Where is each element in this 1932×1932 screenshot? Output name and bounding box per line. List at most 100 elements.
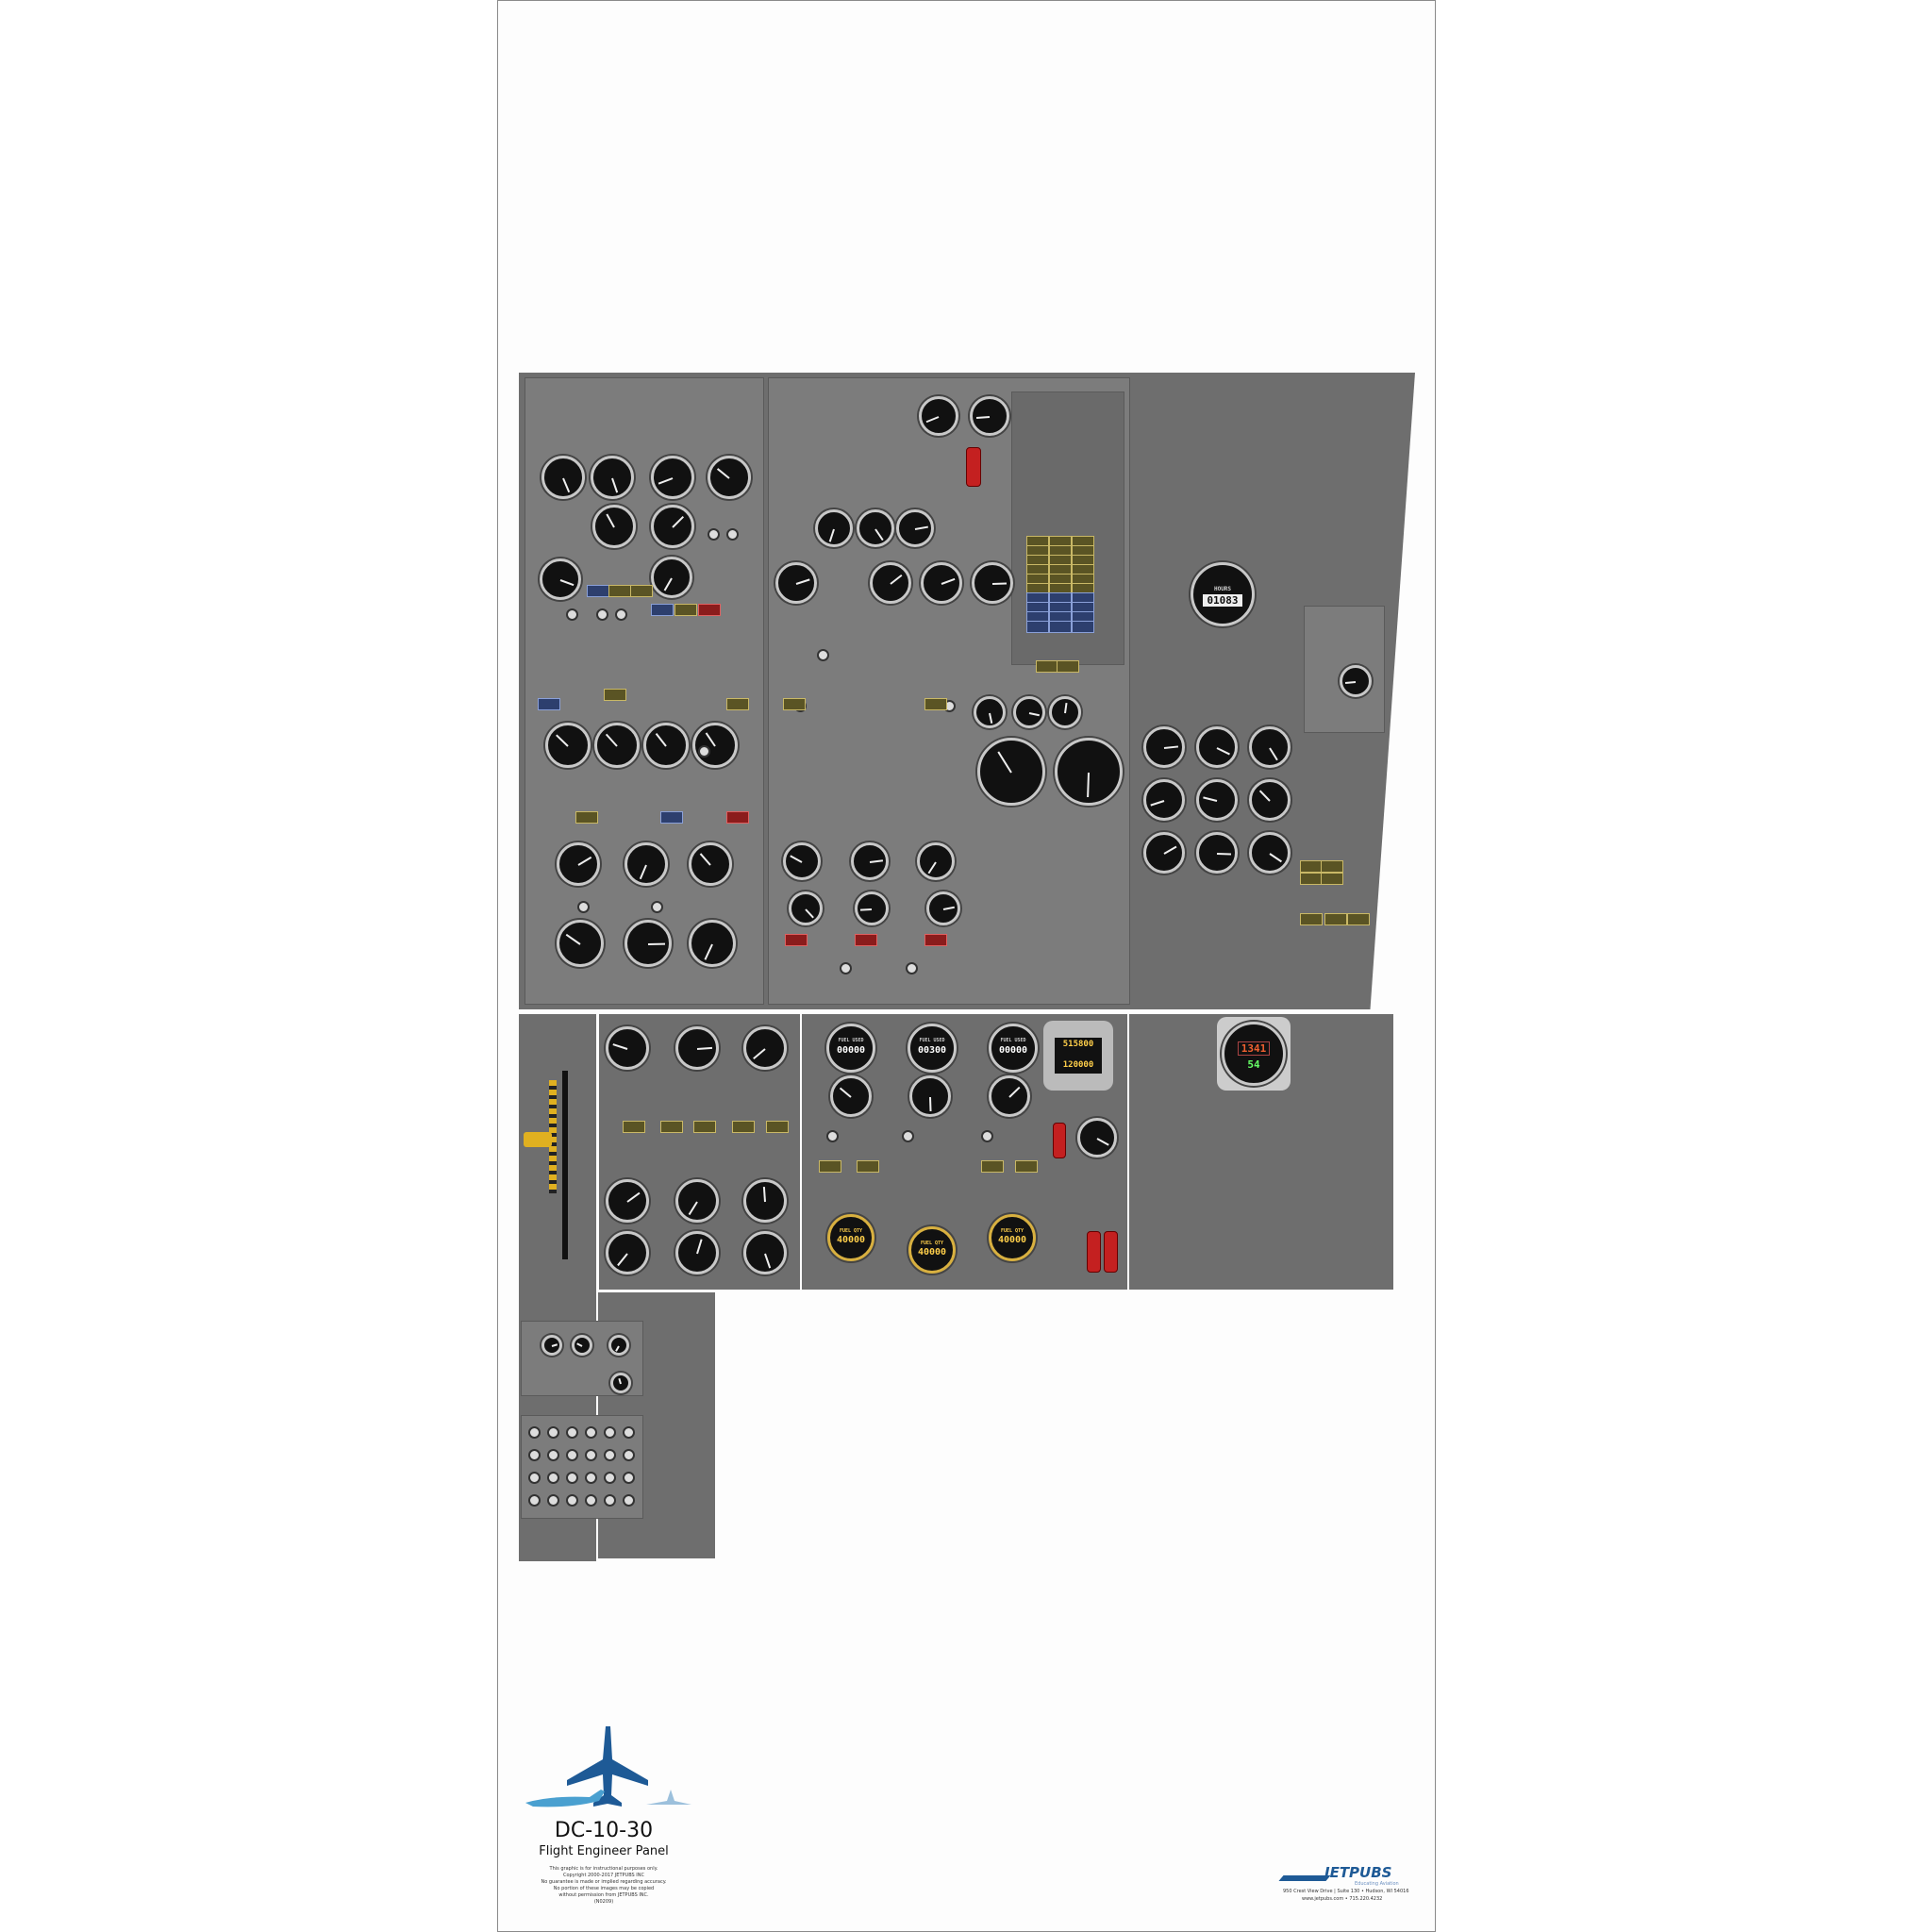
toggle-switch[interactable] [906,962,918,974]
annunciator-light [575,811,598,824]
gauge-needle [704,943,713,960]
toggle-switch[interactable] [566,1426,578,1439]
hours-label: HOURS [1213,586,1232,592]
annunciator-light [630,585,653,597]
toggle-switch[interactable] [615,608,627,621]
gauge [970,396,1009,436]
gauge [675,1179,719,1223]
gauge [783,842,821,880]
annunciator-light [1321,860,1343,873]
toggle-switch[interactable] [596,608,608,621]
toggle-switch[interactable] [623,1426,635,1439]
gauge-needle [828,528,835,542]
gauge [651,505,694,548]
toggle-switch[interactable] [826,1130,839,1142]
gauge [606,1026,649,1070]
airplane-logo [525,1726,691,1807]
annunciator-light [1300,860,1323,873]
gauge [592,505,636,548]
toggle-switch[interactable] [817,649,829,661]
hours-meter: HOURS 01083 [1191,562,1255,626]
gauge [1049,696,1081,728]
gauge [651,456,694,499]
weight-display: 515800 120000 [1055,1038,1102,1074]
gauge [689,842,732,886]
toggle-switch[interactable] [981,1130,993,1142]
toggle-switch[interactable] [547,1472,559,1484]
toggle-switch[interactable] [623,1494,635,1507]
gauge-needle [1150,800,1165,807]
fine-line: No portion of these images may be copied [553,1886,655,1891]
toggle-switch[interactable] [566,1494,578,1507]
toggle-switch[interactable] [585,1472,597,1484]
gauge [557,842,600,886]
toggle-switch[interactable] [528,1494,541,1507]
gauge-needle [716,468,730,479]
toggle-switch[interactable] [623,1449,635,1461]
gauge-needle [927,861,937,874]
annunciator-light [1072,621,1094,633]
toggle-switch[interactable] [604,1426,616,1439]
annunciator-light [660,811,683,824]
gauge-needle [606,513,615,528]
poster-subtitle: Flight Engineer Panel [539,1844,669,1858]
annunciator-light [924,698,947,710]
gauge [743,1231,787,1274]
fuel-dump-handle[interactable] [1053,1123,1066,1158]
gauge-needle [647,942,665,945]
toggle-switch[interactable] [604,1472,616,1484]
gauge-needle [1203,796,1218,802]
gauge [1196,726,1238,768]
gauge [926,891,960,925]
toggle-switch[interactable] [902,1130,914,1142]
toggle-switch[interactable] [651,901,663,913]
annunciator-light [608,585,631,597]
gauge [1196,832,1238,874]
gauge [610,1373,631,1393]
gauge-needle [1269,747,1278,761]
toggle-switch[interactable] [726,528,739,541]
shutoff-handle-1[interactable] [1087,1231,1101,1273]
gauge-needle [997,751,1012,774]
toggle-switch[interactable] [528,1449,541,1461]
toggle-switch[interactable] [566,1472,578,1484]
gauge [545,723,591,768]
fine-line: without permission from JETPUBS INC. [558,1892,649,1898]
fuel-used-value: 00300 [917,1045,947,1056]
publisher-address: 950 Crest View Drive | Suite 130 • Hudso… [1283,1889,1409,1894]
gauge-needle [764,1253,772,1269]
gauge [855,891,889,925]
toggle-switch[interactable] [604,1494,616,1507]
toggle-switch[interactable] [547,1449,559,1461]
throttle-handle[interactable] [524,1132,552,1147]
toggle-switch[interactable] [547,1426,559,1439]
fuel-qty-label: FUEL QTY [839,1228,863,1234]
toggle-switch[interactable] [566,1449,578,1461]
toggle-switch[interactable] [708,528,720,541]
gauge [1196,779,1238,821]
shutoff-handle-2[interactable] [1104,1231,1118,1273]
clock: 1341 54 [1222,1022,1286,1086]
gauge-needle [991,582,1008,585]
gauge-needle [790,855,803,863]
toggle-switch[interactable] [585,1426,597,1439]
gauge [1077,1118,1117,1158]
toggle-switch[interactable] [698,745,710,758]
toggle-switch[interactable] [604,1449,616,1461]
annunciator-light [981,1160,1004,1173]
toggle-switch[interactable] [623,1472,635,1484]
toggle-switch[interactable] [840,962,852,974]
gauge-needle [699,853,711,866]
toggle-switch[interactable] [577,901,590,913]
gauge [870,562,911,604]
fire-handle[interactable] [966,447,981,487]
toggle-switch[interactable] [528,1426,541,1439]
toggle-switch[interactable] [585,1449,597,1461]
gauge [608,1335,629,1356]
toggle-switch[interactable] [547,1494,559,1507]
toggle-switch[interactable] [566,608,578,621]
fuel-qty-label: FUEL QTY [920,1241,944,1246]
toggle-switch[interactable] [528,1472,541,1484]
toggle-switch[interactable] [585,1494,597,1507]
